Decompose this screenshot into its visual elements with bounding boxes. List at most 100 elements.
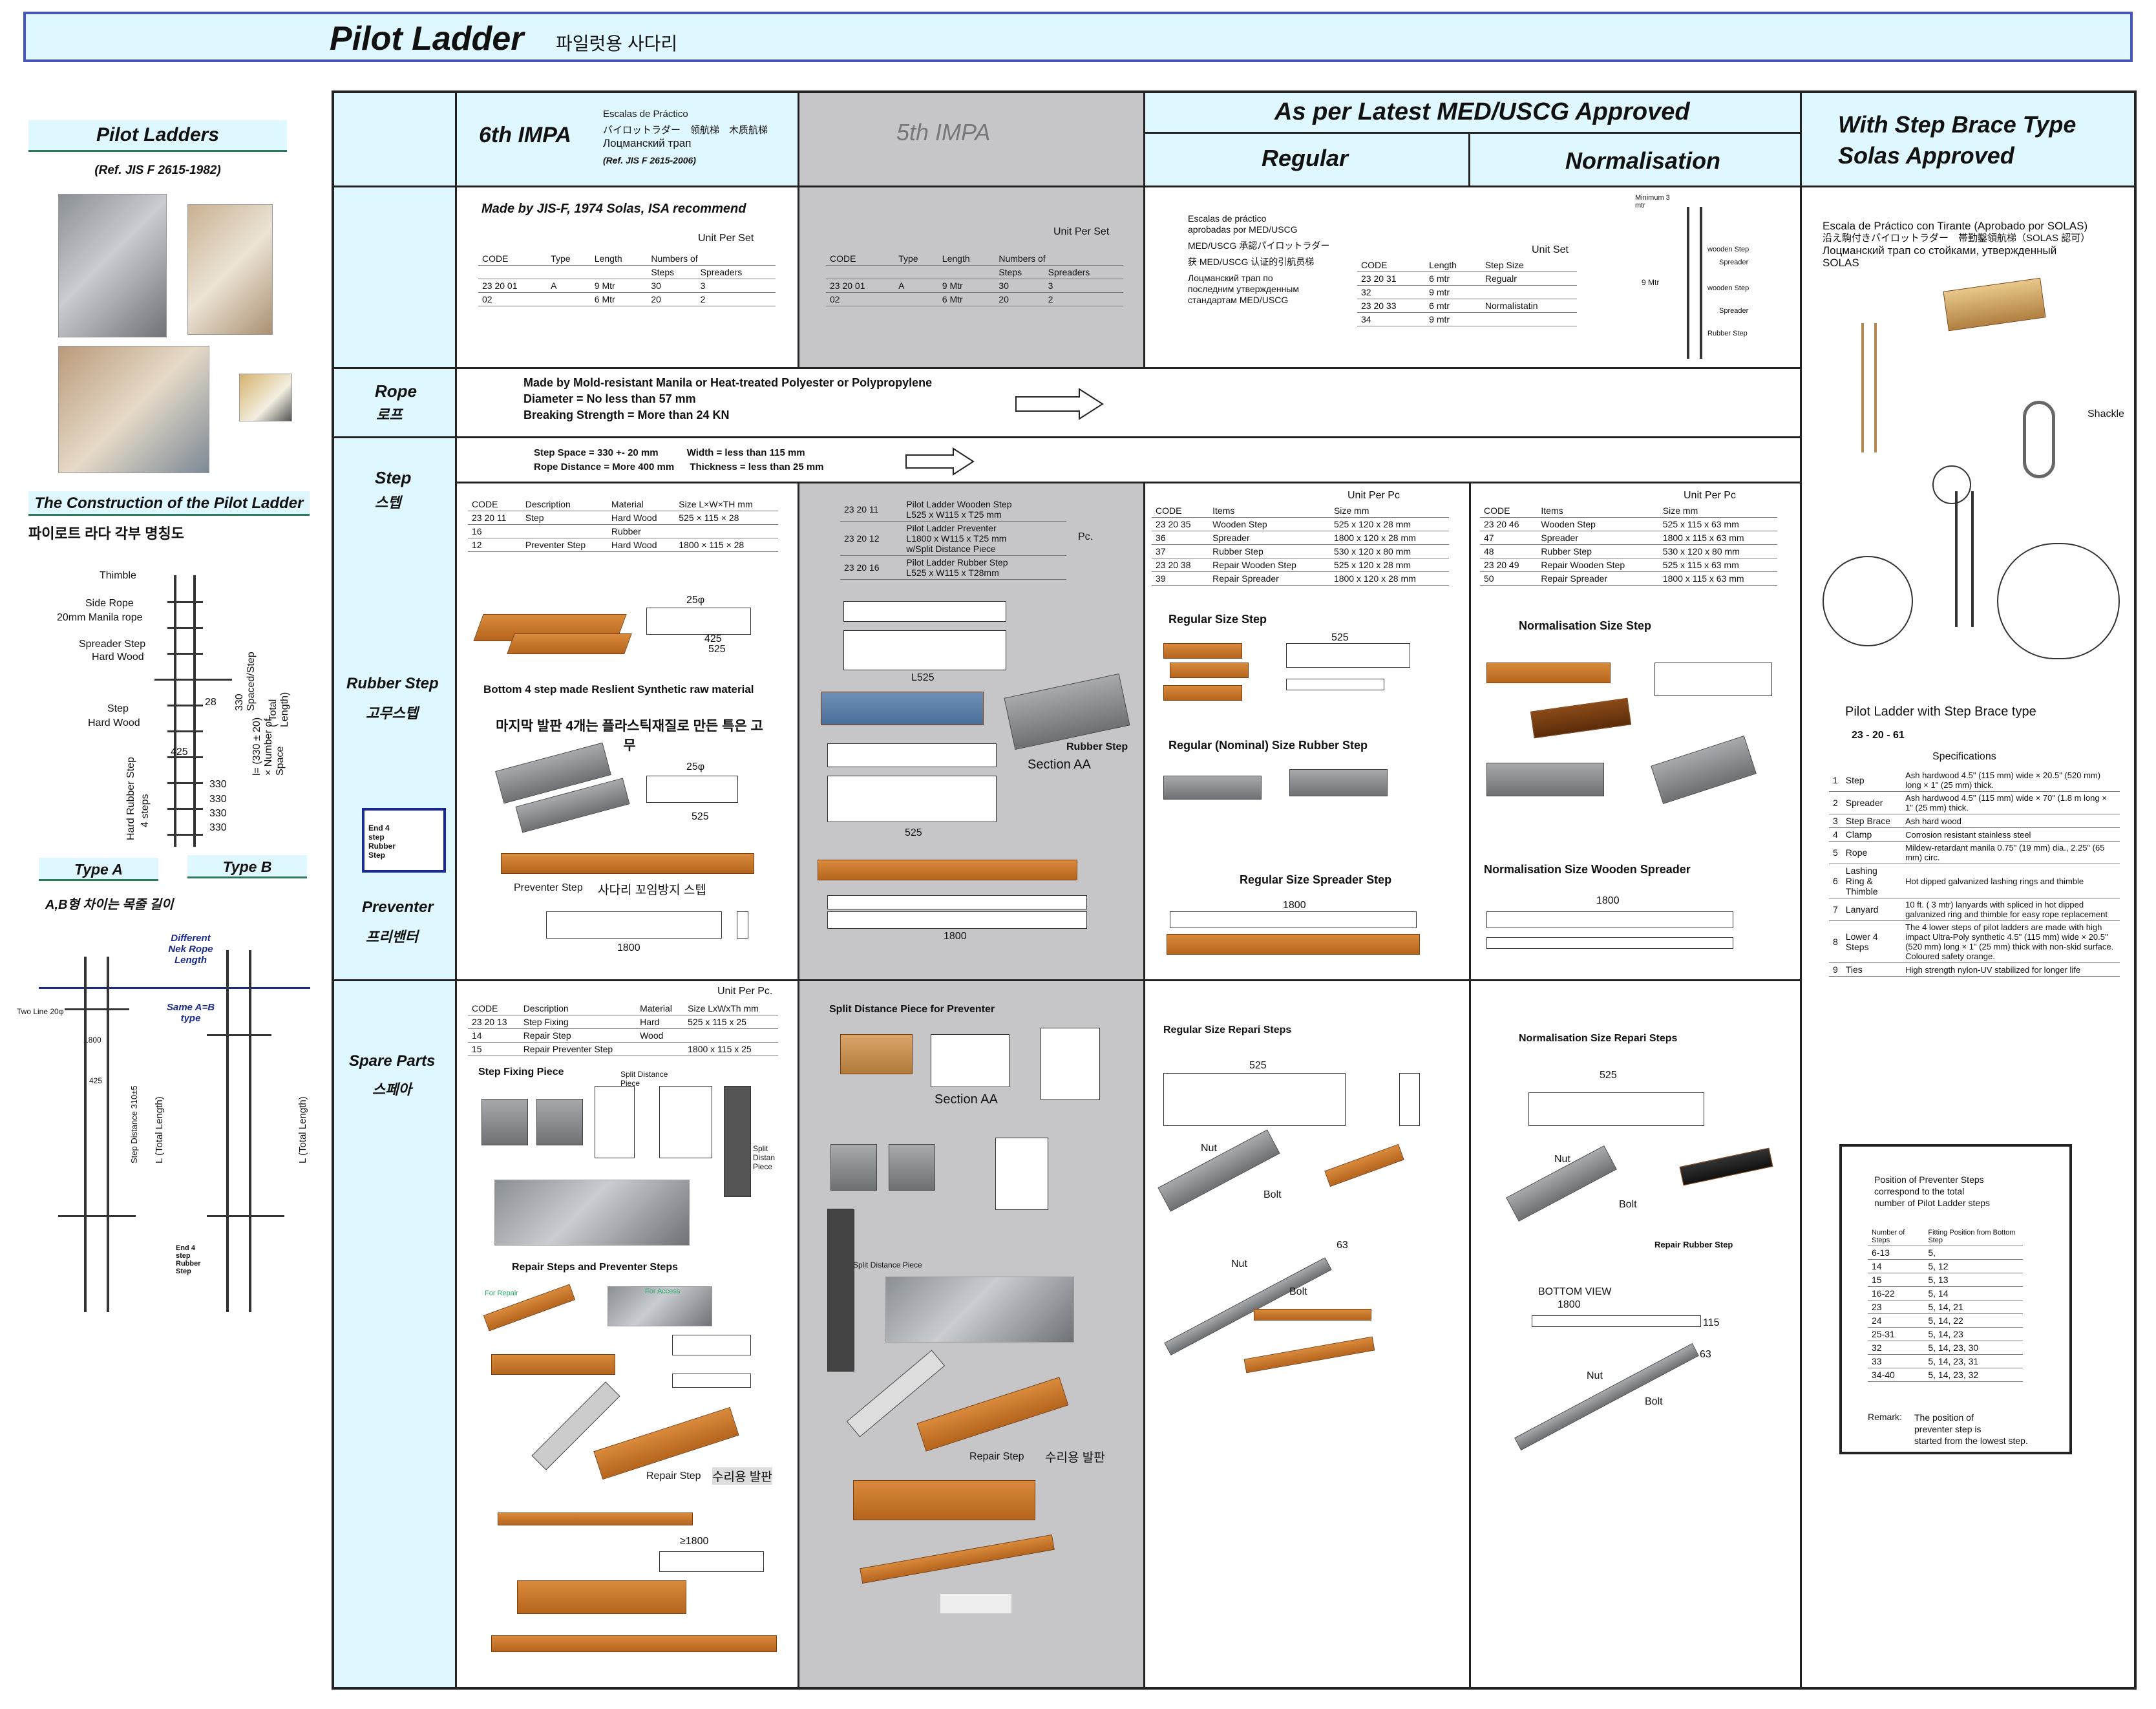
repair-preventer-drawing xyxy=(659,1551,764,1572)
cell: Repair Wooden Step xyxy=(1209,558,1330,572)
preventer-drawing xyxy=(546,911,722,939)
cell: 5, 14 xyxy=(1924,1286,2023,1300)
cell: 47 xyxy=(1480,531,1538,545)
cell: 1800 x 115 x 63 mm xyxy=(1658,571,1777,586)
impa6-lang-jp: パイロットラダー 领航梯 木质航梯 xyxy=(603,125,768,136)
med-lang: стандартам MED/USCG xyxy=(1188,295,1289,305)
dim-330: 330 xyxy=(209,794,227,805)
norm-step-photo xyxy=(1486,663,1611,683)
step-reg-spreader: Regular Size Spreader Step xyxy=(1240,873,1392,886)
label-spreader: Spreader Step xyxy=(79,639,146,650)
cell: Spreader xyxy=(1209,531,1330,545)
step5-pc: Pc. xyxy=(1078,531,1094,542)
ladder-rung xyxy=(207,1034,271,1036)
dim: 525 xyxy=(1331,632,1349,643)
split-photo-large xyxy=(885,1277,1074,1343)
cell: 39 xyxy=(1152,571,1209,586)
row-preventer-ko: 프리밴터 xyxy=(366,929,418,945)
header-med: As per Latest MED/USCG Approved Regular … xyxy=(1145,93,1802,187)
split-photo xyxy=(830,1144,877,1191)
split-piece-drawing xyxy=(1041,1028,1100,1100)
cell: Lanyard xyxy=(1841,898,1902,921)
ladder-rail xyxy=(193,575,196,847)
detail-circle xyxy=(1823,556,1913,646)
ladder-photo-1 xyxy=(58,194,167,337)
ladder-rail xyxy=(1971,491,1974,627)
cell: 25-31 xyxy=(1868,1327,1925,1341)
med-lang: Лоцманский трап по xyxy=(1188,273,1273,283)
repair-preventer-photo xyxy=(498,1513,693,1525)
th: Items xyxy=(1537,504,1659,518)
cell: 1800 x 120 x 28 mm xyxy=(1329,571,1449,586)
spare-norm-nut: Nut xyxy=(1554,1154,1570,1165)
ladder-rung xyxy=(207,1215,284,1217)
cell: 23 20 46 xyxy=(1480,517,1538,531)
type-a-ladder xyxy=(78,944,116,1312)
cell: 23 20 01 xyxy=(478,279,547,293)
cell: 23 20 01 xyxy=(826,279,895,293)
cell: 16-22 xyxy=(1868,1286,1925,1300)
cell: Normalistatin xyxy=(1481,299,1577,313)
brace-lang: Escala de Práctico con Tirante (Aprobado… xyxy=(1823,220,2088,232)
spare-reg-bolt-2: Bolt xyxy=(1289,1286,1307,1297)
step5-preventer-photo xyxy=(818,860,1077,880)
cell: 20 xyxy=(647,292,697,306)
access-photo xyxy=(608,1286,712,1326)
th: Steps xyxy=(995,265,1044,279)
cell-line: Pilot Ladder Rubber Step xyxy=(906,557,1008,568)
med-normal: Normalisation xyxy=(1565,147,1721,174)
med-min: Minimum 3 mtr xyxy=(1635,194,1670,209)
ladder-rail xyxy=(107,957,109,1312)
reg-spreader-photo xyxy=(1167,934,1420,955)
spare-reg-title: Regular Size Repari Steps xyxy=(1163,1024,1292,1035)
cell: Wooden Step xyxy=(1537,517,1659,531)
cell: 10 ft. ( 3 mtr) lanyards with spliced in… xyxy=(1901,898,2120,921)
cell: Step xyxy=(1841,769,1902,792)
dim: 525 xyxy=(692,811,709,822)
th: Spreaders xyxy=(696,265,776,279)
label-step: Step xyxy=(107,703,129,714)
cell: 4 xyxy=(1829,827,1842,842)
med-lang: aprobadas por MED/USCG xyxy=(1188,224,1298,235)
rubber-drawing xyxy=(646,776,738,803)
med-lang: MED/USCG 承認パイロットラダー xyxy=(1188,240,1330,251)
cell: 1 xyxy=(1829,769,1842,792)
brace-title-2: Solas Approved xyxy=(1838,142,2014,169)
row-divider-spare-top xyxy=(334,979,1802,981)
cell: 24 xyxy=(1868,1313,1925,1328)
reg-spreader-drawing xyxy=(1170,911,1417,928)
col-sep-brace xyxy=(1800,93,1802,1687)
reg-step-photo xyxy=(1170,663,1249,678)
step5-drawing xyxy=(843,630,1006,670)
th: Numbers of xyxy=(647,252,776,266)
cell: Step xyxy=(521,511,608,525)
repair-preventer-photo xyxy=(491,1635,777,1652)
ladder-rail xyxy=(226,950,229,1312)
th: Size mm xyxy=(1329,504,1449,518)
step5-photo xyxy=(821,692,984,725)
med-split xyxy=(1468,132,1470,187)
ladder-rung xyxy=(167,730,203,732)
preventer-end-drawing xyxy=(737,911,748,939)
split-piece-photo xyxy=(840,1034,913,1074)
dim: 1800 xyxy=(944,931,967,942)
step5-rubber-label: Rubber Step xyxy=(1066,741,1128,752)
step5-preventer-drawing xyxy=(827,911,1087,929)
th: Numbers of xyxy=(995,252,1123,266)
label-total-length: ( Total Length) xyxy=(268,692,290,727)
spare-reg-nut: Nut xyxy=(1201,1143,1217,1154)
cell: Hard Wood xyxy=(607,511,675,525)
ladder-rung xyxy=(65,1008,129,1010)
row-divider-step-top xyxy=(334,436,1802,438)
th: Length xyxy=(938,252,995,266)
step5-preventer-drawing xyxy=(827,895,1087,909)
cell: Spreader xyxy=(1841,791,1902,814)
repair-drawing xyxy=(672,1374,751,1388)
cell: 525 x 115 x 63 mm xyxy=(1658,558,1777,572)
med-title: As per Latest MED/USCG Approved xyxy=(1274,98,1690,125)
reg-step-drawing xyxy=(1286,643,1410,668)
